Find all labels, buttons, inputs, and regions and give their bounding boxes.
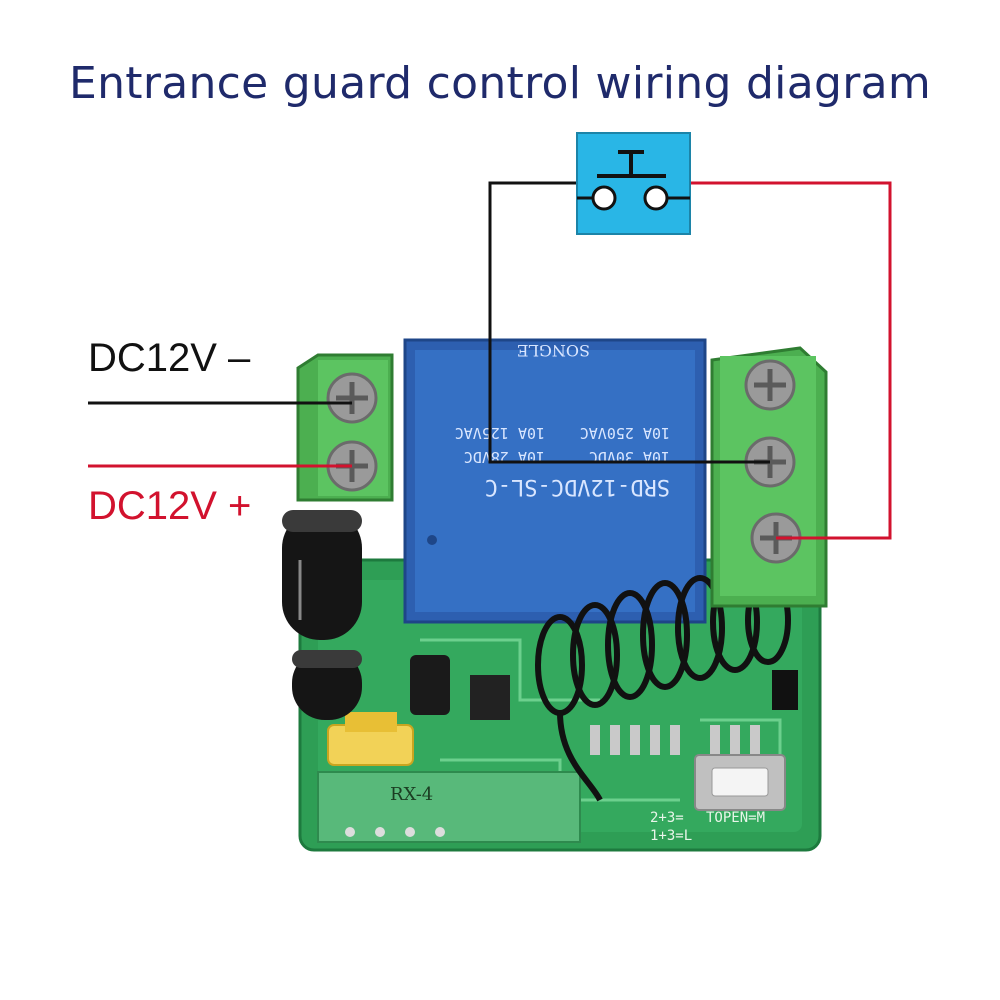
rf-receiver-module: RX-4 xyxy=(317,771,581,843)
ic-chip xyxy=(470,675,510,720)
wires xyxy=(88,181,892,540)
jumper xyxy=(772,670,798,710)
learn-button xyxy=(694,754,786,811)
transistor xyxy=(410,655,450,715)
relay-rating-4: 10A 125VAC xyxy=(455,424,545,442)
right-terminal-block xyxy=(710,346,828,608)
push-button-switch-icon xyxy=(576,132,691,235)
relay-rating-3: 10A 250VAC xyxy=(580,424,670,442)
pin-header xyxy=(590,725,760,755)
relay-model-text: SRD-12VDC-SL-C xyxy=(485,474,670,499)
relay-icon: SRD-12VDC-SL-C 10A 30VDC 10A 28VDC 10A 2… xyxy=(403,338,707,624)
board-label-jumper-a: 2+3= xyxy=(650,810,684,826)
screw-terminal-icon xyxy=(326,372,378,424)
dc12v-negative-label: DC12V – xyxy=(88,336,251,380)
switch-wire-black xyxy=(488,181,770,464)
capacitor-small xyxy=(292,650,362,720)
antenna-coil-icon xyxy=(327,712,414,766)
diagram-title: Entrance guard control wiring diagram xyxy=(68,58,932,109)
rf-module-label: RX-4 xyxy=(390,784,433,805)
capacitor-icon xyxy=(282,510,362,640)
board-label-mode: TOPEN=M xyxy=(706,810,765,826)
relay-brand: SONGLE xyxy=(517,341,590,360)
switch-wire-red xyxy=(690,181,892,540)
left-terminal-block xyxy=(296,353,394,502)
board-label-jumper-b: 1+3=L xyxy=(650,828,692,844)
screw-terminal-icon xyxy=(744,359,796,411)
dc12v-positive-label: DC12V + xyxy=(88,484,252,528)
